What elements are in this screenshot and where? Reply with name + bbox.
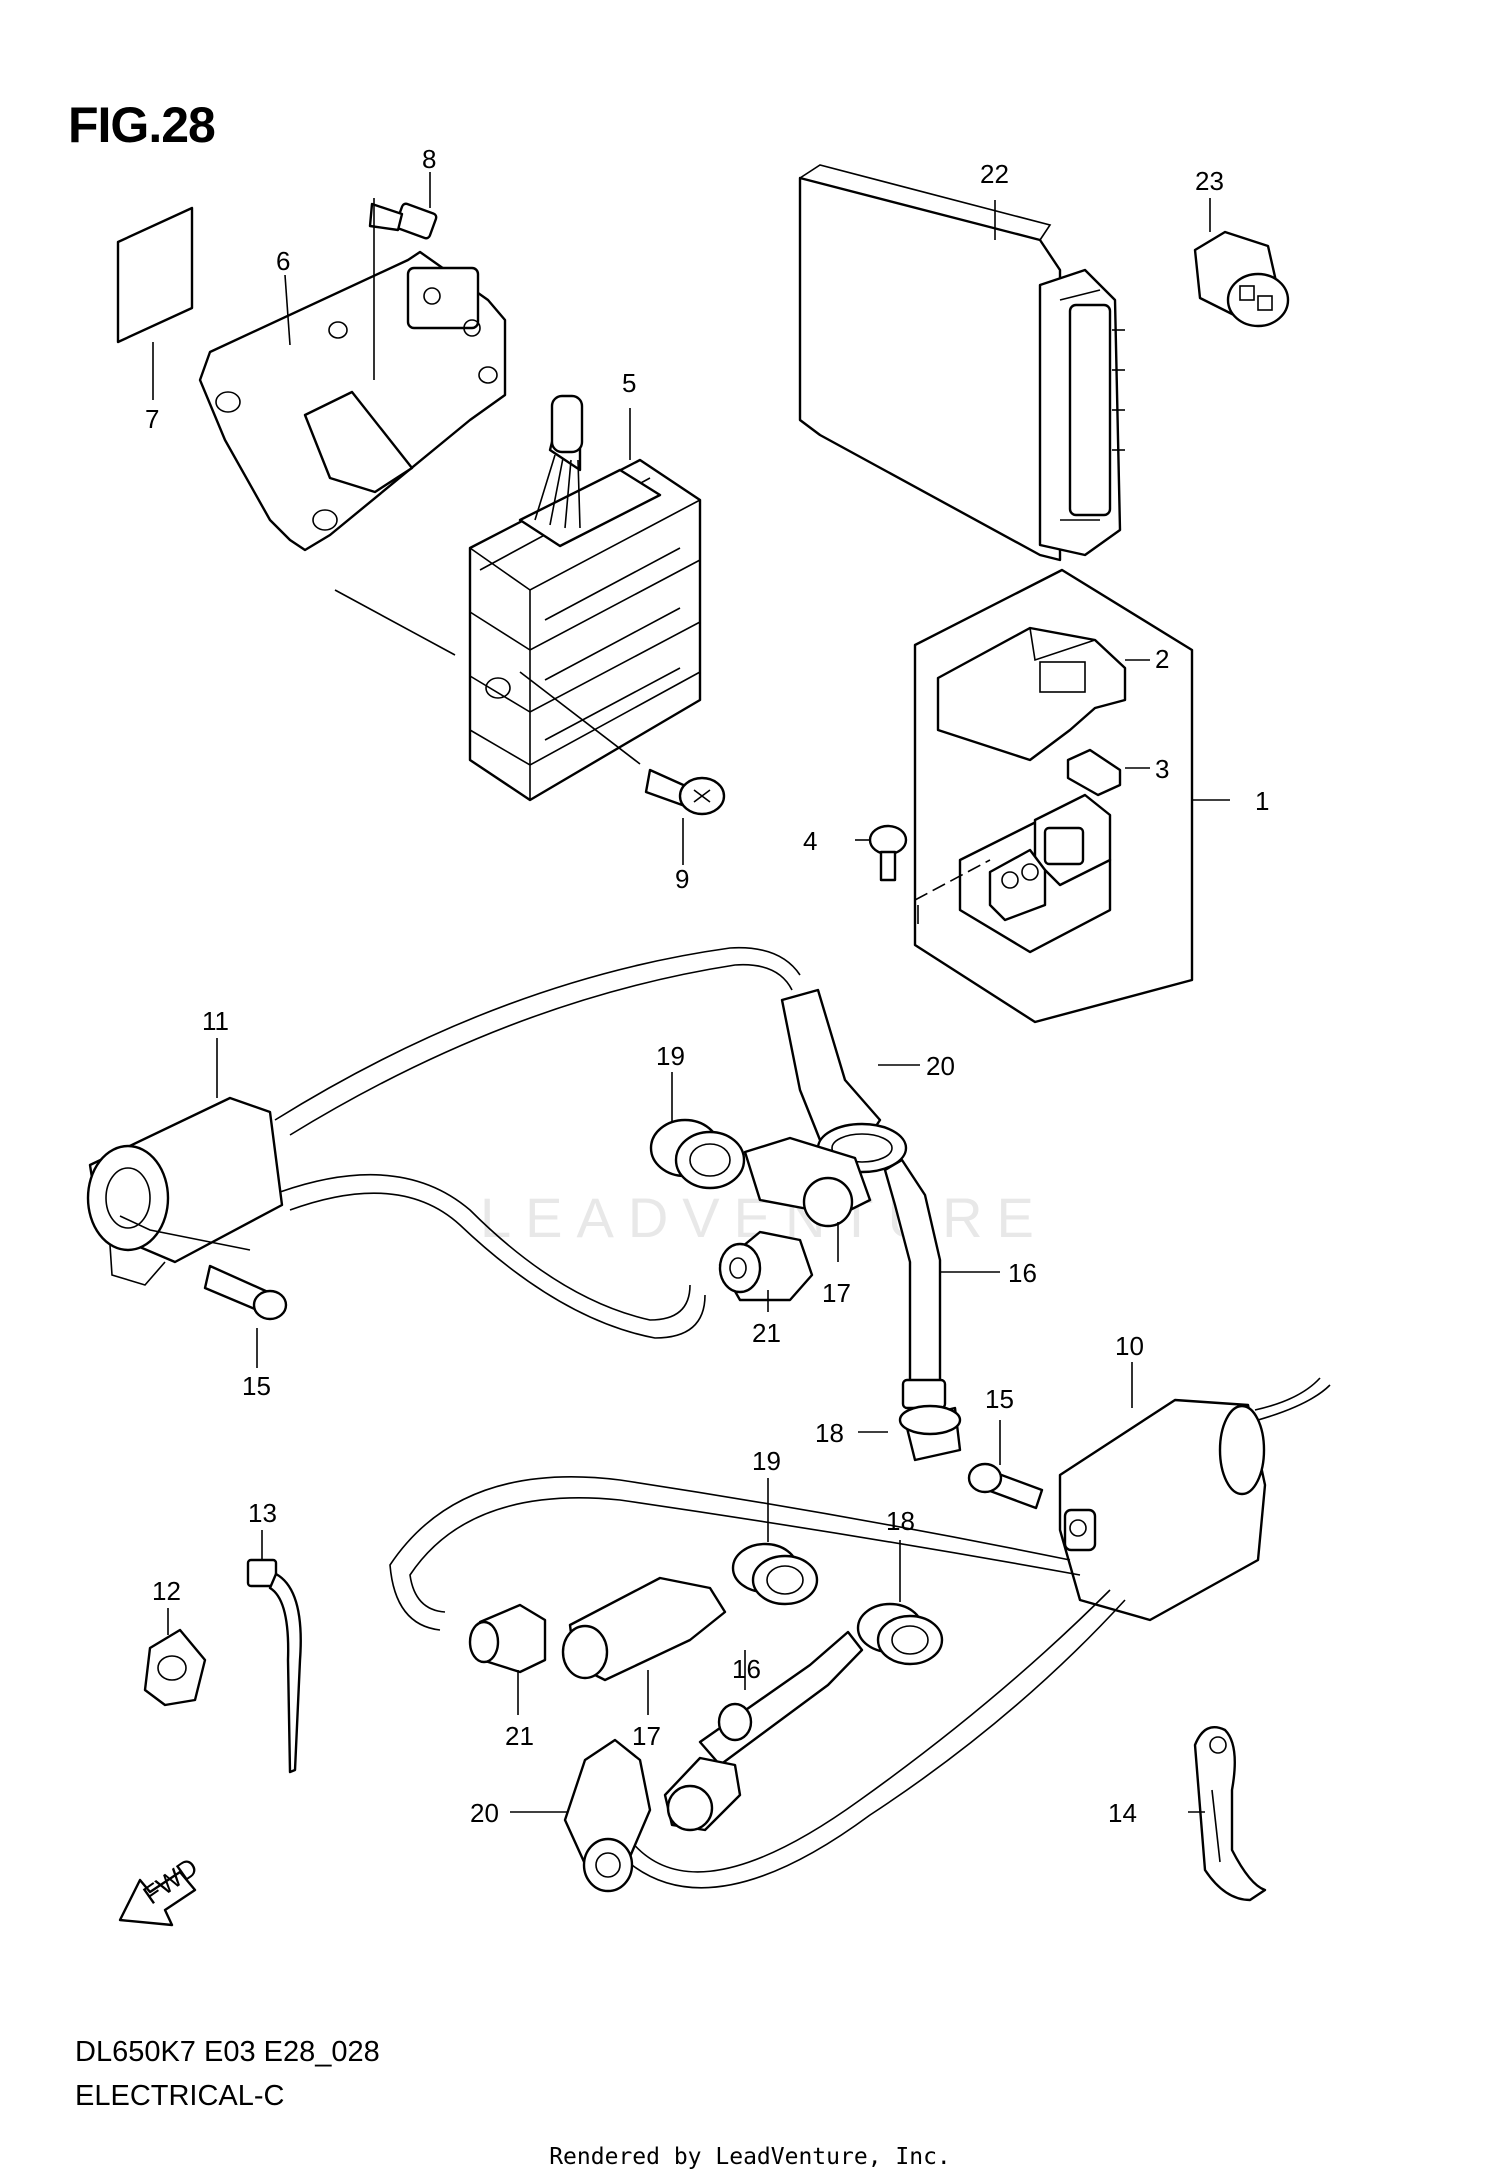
fwd-arrow-icon: FWD — [118, 1852, 203, 1927]
part-17-boot-lower — [561, 1576, 727, 1682]
part-9-bolt — [644, 768, 726, 816]
callout-3: 3 — [1155, 754, 1169, 784]
part-19-grommet-upper — [649, 1118, 746, 1190]
part-21-grommet-lower — [468, 1603, 547, 1674]
callout-20-upper: 20 — [926, 1051, 955, 1081]
part-17-boot-upper — [743, 1136, 872, 1228]
callout-13: 13 — [248, 1498, 277, 1528]
callout-18-lower: 18 — [886, 1506, 915, 1536]
part-18-grommet-upper — [898, 1404, 962, 1462]
callout-16-lower: 16 — [732, 1654, 761, 1684]
callout-labels: 1 2 3 4 5 6 7 8 9 10 11 12 13 14 15 15 1… — [145, 144, 1269, 1828]
callout-5: 5 — [622, 368, 636, 398]
callout-14: 14 — [1108, 1798, 1137, 1828]
section-name: ELECTRICAL-C — [75, 2080, 285, 2112]
callout-23: 23 — [1195, 166, 1224, 196]
callout-11: 11 — [202, 1006, 229, 1036]
callout-20-lower: 20 — [470, 1798, 499, 1828]
part-12-clamp — [143, 1628, 207, 1707]
callout-17-upper: 17 — [822, 1278, 851, 1308]
part-21-grommet-upper — [718, 1230, 814, 1302]
callout-22: 22 — [980, 159, 1009, 189]
part-16-lead-lower — [698, 1630, 864, 1767]
part-1-relay-assembly — [913, 568, 1194, 1024]
part-15-bolt-upper — [203, 1264, 288, 1368]
callout-19-lower: 19 — [752, 1446, 781, 1476]
callout-10: 10 — [1115, 1331, 1144, 1361]
model-code: DL650K7 E03 E28_028 — [75, 2036, 380, 2068]
callout-19-upper: 19 — [656, 1041, 685, 1071]
part-5-regulator-rectifier — [468, 394, 702, 802]
part-22-ecm — [798, 164, 1125, 562]
part-7-label-sticker — [116, 206, 194, 344]
part-18-grommet-lower — [856, 1602, 944, 1666]
part-8-bolt — [368, 198, 438, 380]
figure-title: FIG.28 — [68, 97, 216, 153]
rendered-by: Rendered by LeadVenture, Inc. — [549, 2144, 951, 2170]
part-14-strap — [1193, 1725, 1267, 1902]
part-6-bracket — [198, 250, 507, 552]
callout-8: 8 — [422, 144, 436, 174]
part-4-screw — [855, 824, 908, 882]
callout-15-upper: 15 — [242, 1371, 271, 1401]
callout-21-lower: 21 — [505, 1721, 534, 1751]
callout-17-lower: 17 — [632, 1721, 661, 1751]
callout-1: 1 — [1255, 786, 1269, 816]
callout-7: 7 — [145, 404, 159, 434]
callout-21-upper: 21 — [752, 1318, 781, 1348]
part-19-grommet-lower — [731, 1542, 819, 1606]
callout-2: 2 — [1155, 644, 1169, 674]
part-11-ignition-coil — [86, 1096, 284, 1286]
callout-4: 4 — [803, 826, 817, 856]
callout-12: 12 — [152, 1576, 181, 1606]
callout-leaders — [152, 172, 1230, 1813]
part-20-plug-cap-lower — [563, 1738, 742, 1893]
callout-9: 9 — [675, 864, 689, 894]
part-15-bolt-lower — [967, 1420, 1044, 1510]
part-23-connector — [1193, 230, 1290, 328]
part-13-cable-tie — [246, 1558, 302, 1774]
part-16-lead-upper — [883, 1158, 947, 1410]
callout-6: 6 — [276, 246, 290, 276]
callout-18-upper: 18 — [815, 1418, 844, 1448]
callout-16-upper: 16 — [1008, 1258, 1037, 1288]
part-10-ignition-coil — [1058, 1377, 1331, 1622]
callout-15-lower: 15 — [985, 1384, 1014, 1414]
